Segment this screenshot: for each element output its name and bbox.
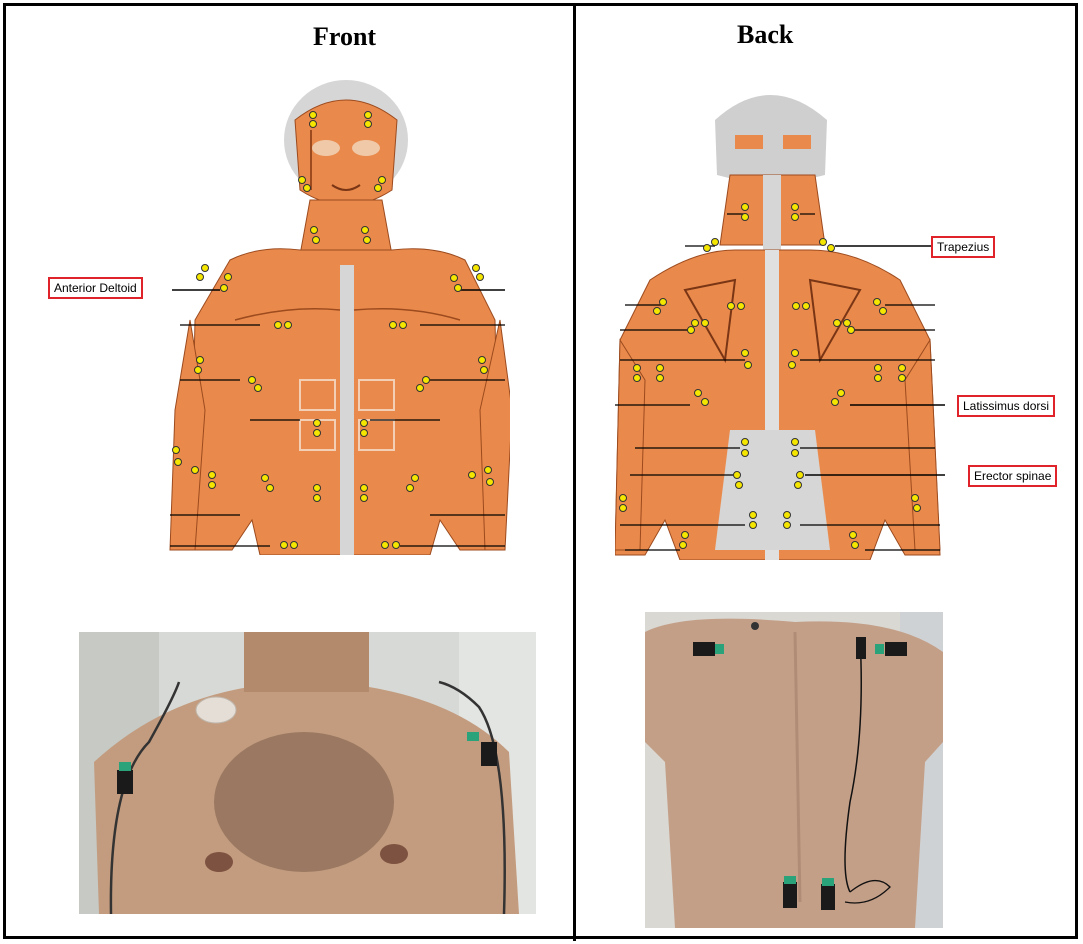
back-panel-title: Back [737,20,793,50]
latissimus-dorsi-label: Latissimus dorsi [957,395,1055,417]
lower-left-electrode-clip [783,876,797,908]
upper-right-electrode-clip [875,642,907,656]
anterior-deltoid-label: Anterior Deltoid [48,277,143,299]
erector-spinae-label: Erector spinae [968,465,1057,487]
trapezius-label: Trapezius [931,236,995,258]
left-electrode-clip [117,762,133,794]
marker-dot [751,622,759,630]
front-anatomy-diagram [160,80,510,555]
back-anatomy-diagram [615,80,945,560]
front-panel-title: Front [313,22,376,52]
panel-divider [573,3,576,941]
spine-electrode-clip [856,637,866,659]
front-electrode-photo [79,632,536,914]
lower-right-electrode-clip [821,878,835,910]
upper-left-electrode-clip [693,642,724,656]
back-electrode-photo [645,612,943,928]
